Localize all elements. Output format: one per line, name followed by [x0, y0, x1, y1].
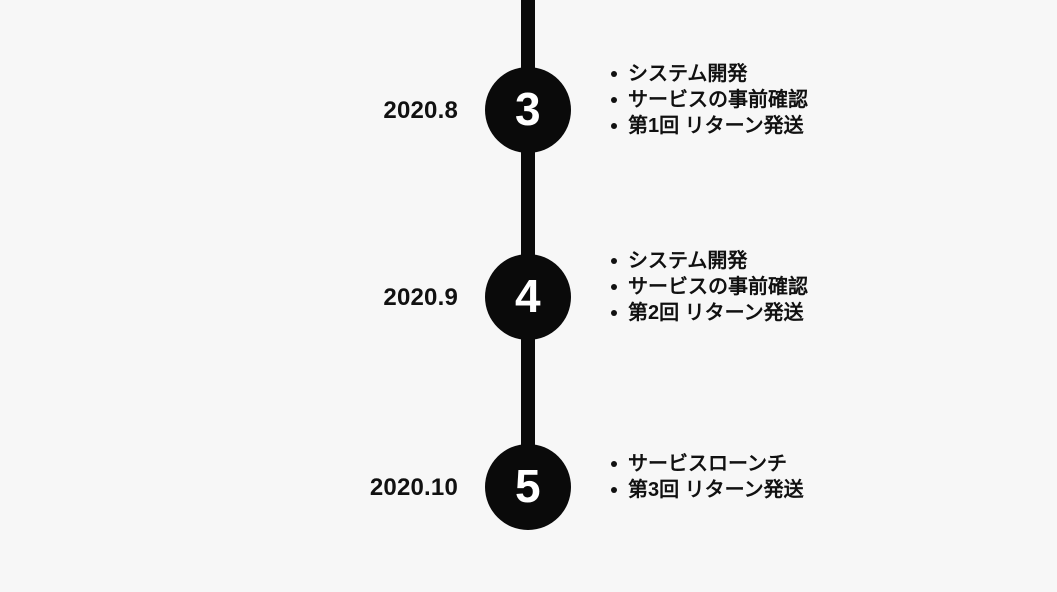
list-item: サービスの事前確認	[610, 274, 808, 300]
list-item-label: サービスローンチ	[628, 453, 787, 475]
list-item: システム開発	[610, 248, 808, 274]
list-item: 第1回 リターン発送	[610, 113, 808, 139]
bullet-dot-icon	[611, 461, 617, 467]
list-item-label: サービスの事前確認	[628, 276, 808, 298]
timeline-date-label: 2020.10	[369, 474, 458, 501]
timeline-item-list: サービスローンチ 第3回 リターン発送	[610, 451, 804, 503]
bullet-dot-icon	[611, 310, 617, 316]
list-item: 第2回 リターン発送	[610, 300, 808, 326]
timeline-date-label: 2020.9	[383, 284, 458, 311]
timeline-marker-number: 3	[514, 83, 542, 135]
timeline-marker-4: 4	[485, 254, 571, 340]
bullet-dot-icon	[611, 71, 617, 77]
timeline-marker-3: 3	[485, 67, 571, 153]
list-item-label: 第1回 リターン発送	[628, 115, 804, 137]
bullet-dot-icon	[611, 258, 617, 264]
list-item: システム開発	[610, 61, 808, 87]
bullet-dot-icon	[611, 487, 617, 493]
list-item: サービスの事前確認	[610, 87, 808, 113]
bullet-dot-icon	[611, 123, 617, 129]
bullet-dot-icon	[611, 97, 617, 103]
list-item-label: 第2回 リターン発送	[628, 302, 804, 324]
timeline-marker-5: 5	[485, 444, 571, 530]
list-item: サービスローンチ	[610, 451, 804, 477]
timeline-item-list: システム開発 サービスの事前確認 第2回 リターン発送	[610, 248, 808, 326]
bullet-dot-icon	[611, 284, 617, 290]
timeline-date-label: 2020.8	[383, 97, 458, 124]
timeline-item-list: システム開発 サービスの事前確認 第1回 リターン発送	[610, 61, 808, 139]
timeline-marker-number: 5	[514, 460, 542, 512]
list-item: 第3回 リターン発送	[610, 477, 804, 503]
list-item-label: サービスの事前確認	[628, 89, 808, 111]
list-item-label: 第3回 リターン発送	[628, 479, 804, 501]
list-item-label: システム開発	[628, 63, 748, 85]
timeline-marker-number: 4	[514, 270, 542, 322]
list-item-label: システム開発	[628, 250, 748, 272]
